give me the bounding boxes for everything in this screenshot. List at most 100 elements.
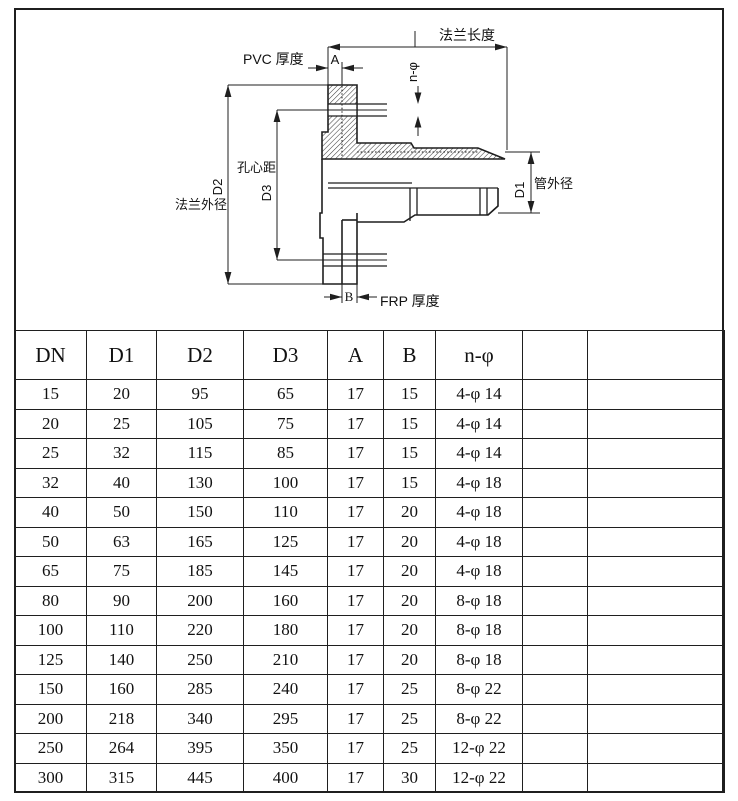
table-cell: 25 bbox=[383, 674, 436, 705]
column-header bbox=[587, 330, 725, 380]
table-cell: 4-φ 14 bbox=[435, 379, 523, 410]
table-cell: 15 bbox=[383, 408, 436, 439]
table-cell: 20 bbox=[86, 379, 157, 410]
table-cell bbox=[587, 674, 725, 705]
table-cell: 4-φ 18 bbox=[435, 556, 523, 587]
table-cell: 15 bbox=[383, 467, 436, 498]
table-cell bbox=[522, 674, 588, 705]
table-cell: 12-φ 22 bbox=[435, 733, 523, 764]
table-cell bbox=[587, 762, 725, 793]
table-cell: 32 bbox=[14, 467, 87, 498]
table-cell bbox=[587, 703, 725, 734]
table-cell: 95 bbox=[156, 379, 244, 410]
table-cell: 17 bbox=[327, 379, 384, 410]
column-header bbox=[522, 330, 588, 380]
table-cell bbox=[587, 379, 725, 410]
table-cell: 25 bbox=[14, 438, 87, 469]
dim-d3-bolt-circle: D3 孔心距 bbox=[237, 110, 281, 260]
table-cell: 15 bbox=[14, 379, 87, 410]
table-cell bbox=[587, 497, 725, 528]
table-cell: 17 bbox=[327, 467, 384, 498]
table-cell bbox=[522, 585, 588, 616]
table-cell: 17 bbox=[327, 762, 384, 793]
table-cell: 40 bbox=[86, 467, 157, 498]
table-cell: 165 bbox=[156, 526, 244, 557]
table-cell: 20 bbox=[14, 408, 87, 439]
table-cell: 180 bbox=[243, 615, 328, 646]
table-cell: 4-φ 18 bbox=[435, 497, 523, 528]
table-cell: 17 bbox=[327, 408, 384, 439]
flange-outline-lower bbox=[277, 159, 499, 285]
d1-label: D1 bbox=[512, 182, 527, 199]
table-cell: 200 bbox=[156, 585, 244, 616]
table-cell: 8-φ 22 bbox=[435, 703, 523, 734]
table-cell: 395 bbox=[156, 733, 244, 764]
table-cell bbox=[522, 467, 588, 498]
table-cell: 85 bbox=[243, 438, 328, 469]
table-cell: 90 bbox=[86, 585, 157, 616]
table-cell bbox=[522, 762, 588, 793]
flange-length-label: 法兰长度 bbox=[439, 27, 495, 43]
table-cell bbox=[587, 733, 725, 764]
table-cell: 300 bbox=[14, 762, 87, 793]
table-cell: 20 bbox=[383, 615, 436, 646]
dim-d1-pipe-od: D1 管外径 bbox=[498, 151, 573, 214]
n-phi-label: n-φ bbox=[405, 62, 420, 82]
table-cell bbox=[522, 644, 588, 675]
column-header: D2 bbox=[156, 330, 244, 380]
table-cell: 17 bbox=[327, 644, 384, 675]
pvc-thickness-label: PVC 厚度 bbox=[243, 51, 304, 67]
table-cell: 25 bbox=[86, 408, 157, 439]
table-cell: 32 bbox=[86, 438, 157, 469]
table-cell bbox=[522, 703, 588, 734]
table-cell: 12-φ 22 bbox=[435, 762, 523, 793]
table-cell: 8-φ 18 bbox=[435, 644, 523, 675]
table-cell bbox=[587, 615, 725, 646]
table-cell: 40 bbox=[14, 497, 87, 528]
table-cell: 4-φ 18 bbox=[435, 526, 523, 557]
table-cell: 150 bbox=[156, 497, 244, 528]
table-cell: 15 bbox=[383, 379, 436, 410]
table-cell: 15 bbox=[383, 438, 436, 469]
flange-od-label: 法兰外径 bbox=[175, 197, 227, 212]
flange-section-upper bbox=[277, 84, 506, 160]
table-cell: 315 bbox=[86, 762, 157, 793]
table-cell: 264 bbox=[86, 733, 157, 764]
table-cell bbox=[587, 467, 725, 498]
table-cell: 65 bbox=[14, 556, 87, 587]
table-cell: 100 bbox=[243, 467, 328, 498]
table-cell: 8-φ 18 bbox=[435, 585, 523, 616]
dim-n-phi: n-φ bbox=[405, 62, 422, 136]
table-cell bbox=[522, 379, 588, 410]
table-cell: 200 bbox=[14, 703, 87, 734]
flange-drawing: 法兰长度 PVC 厚度 A n-φ D2 bbox=[175, 27, 573, 309]
table-cell: 25 bbox=[383, 733, 436, 764]
table-cell: 350 bbox=[243, 733, 328, 764]
table-cell bbox=[587, 438, 725, 469]
pipe-od-label: 管外径 bbox=[534, 176, 573, 191]
table-cell: 17 bbox=[327, 438, 384, 469]
column-header: A bbox=[327, 330, 384, 380]
table-cell bbox=[587, 526, 725, 557]
table-cell: 65 bbox=[243, 379, 328, 410]
dim-b-label: B bbox=[345, 289, 354, 304]
table-cell: 210 bbox=[243, 644, 328, 675]
table-cell: 160 bbox=[86, 674, 157, 705]
table-cell: 185 bbox=[156, 556, 244, 587]
table-cell: 218 bbox=[86, 703, 157, 734]
table-cell: 4-φ 14 bbox=[435, 438, 523, 469]
table-cell: 130 bbox=[156, 467, 244, 498]
table-cell bbox=[522, 733, 588, 764]
